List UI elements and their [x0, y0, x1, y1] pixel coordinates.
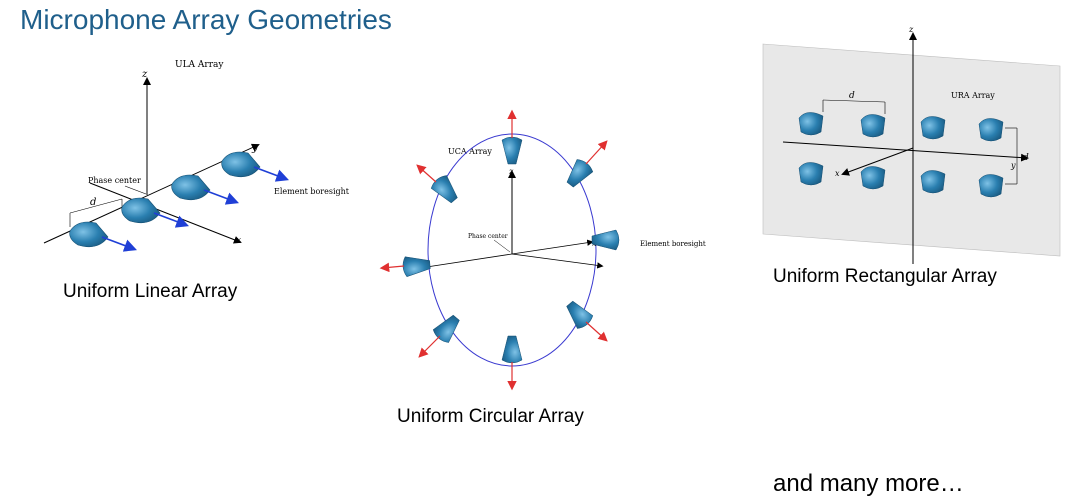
ura-title: URA Array	[951, 91, 995, 100]
ula-element	[69, 221, 137, 252]
uca-element	[566, 140, 608, 188]
ura-caption: Uniform Rectangular Array	[773, 266, 997, 287]
uca-x-axis	[511, 239, 594, 255]
ula-element	[121, 197, 189, 228]
ula-x-label: x	[236, 236, 241, 246]
ula-phase-center-leader	[124, 185, 147, 195]
uca-phase-center-label: Phase center	[468, 233, 508, 240]
ura-x-axis	[841, 147, 914, 176]
ura-element	[978, 174, 1004, 198]
ura-spacing-h-label: d	[849, 91, 855, 101]
uca-element	[418, 314, 460, 358]
ura-y-axis	[782, 141, 1029, 162]
ura-diagram: z y x URA Array d d	[762, 25, 1061, 264]
uca-phase-center-leader	[493, 239, 511, 253]
uca-element	[379, 256, 431, 277]
ula-title: ULA Array	[175, 60, 224, 70]
page-title: Microphone Array Geometries	[20, 4, 392, 35]
uca-z-label: z	[508, 167, 514, 176]
ura-element	[860, 166, 886, 190]
uca-element	[501, 335, 523, 391]
ula-x-axis	[89, 182, 242, 244]
uca-title: UCA Array	[448, 147, 492, 156]
ula-y-label: y	[251, 143, 258, 154]
uca-caption: Uniform Circular Array	[397, 406, 584, 427]
ura-spacing-v-label: d	[1023, 153, 1029, 163]
ula-diagram: ULA Array z y x Phase center d Element b…	[43, 60, 350, 252]
ula-phase-center-label: Phase center	[88, 176, 141, 185]
uca-diagonal-axis	[419, 253, 513, 269]
ura-z-label: z	[908, 25, 914, 34]
uca-element	[416, 164, 458, 204]
ula-element	[171, 174, 239, 205]
uca-element	[591, 229, 620, 251]
ura-element	[920, 116, 946, 140]
ura-spacing-h-bracket	[822, 99, 886, 103]
uca-y-axis	[511, 253, 604, 269]
uca-element	[501, 109, 523, 165]
uca-diagram: UCA Array z x Phase center Element bores…	[379, 109, 706, 391]
ura-y-label: y	[1010, 161, 1016, 170]
ura-x-label: x	[835, 169, 840, 178]
ura-element	[860, 114, 886, 138]
ula-z-label: z	[141, 69, 148, 80]
footer-note: and many more…	[773, 470, 964, 497]
ura-element	[978, 118, 1004, 142]
ura-element	[798, 162, 824, 186]
ula-caption: Uniform Linear Array	[63, 281, 238, 302]
ura-element	[798, 112, 824, 136]
ula-spacing-label: d	[90, 197, 96, 208]
uca-boresight-label: Element boresight	[640, 240, 706, 248]
ura-element	[920, 170, 946, 194]
ula-element	[221, 151, 289, 182]
ula-boresight-label: Element boresight	[274, 187, 350, 196]
uca-element	[566, 300, 608, 342]
ula-spacing-bracket	[69, 198, 123, 214]
